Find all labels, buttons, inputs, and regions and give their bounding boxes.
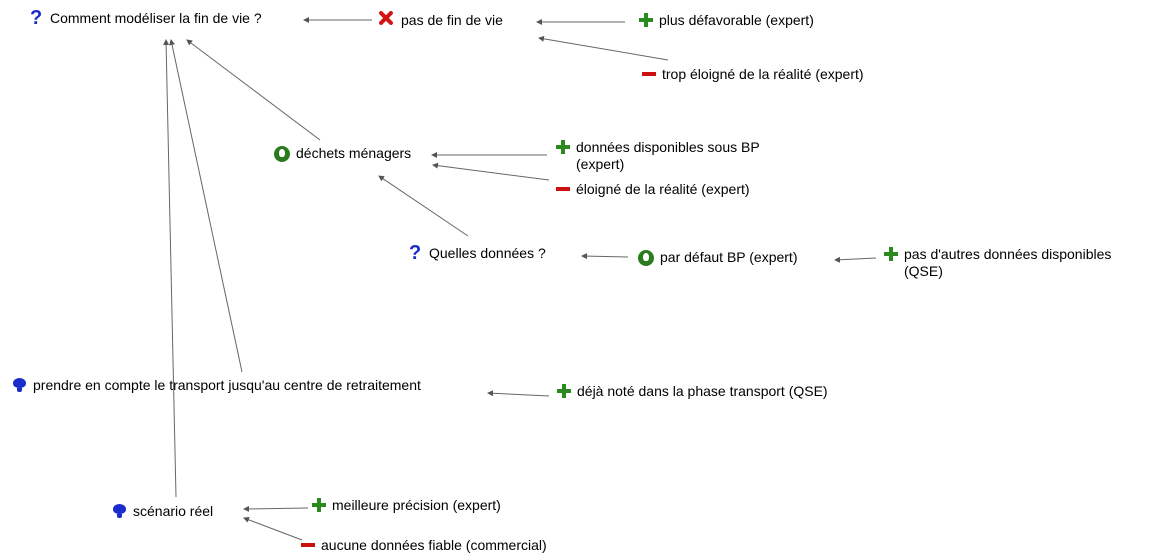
plus-icon [639,13,653,27]
node-par-defaut-bp[interactable]: par défaut BP (expert) [638,249,797,266]
node-label: pas d'autres données disponibles (QSE) [904,246,1112,279]
lightbulb-icon [274,146,290,162]
link-pas-autres [834,256,877,263]
node-plus-defavorable[interactable]: plus défavorable (expert) [639,12,814,29]
link-transport-to-question [169,39,243,373]
node-label: Quelles données ? [429,245,546,261]
node-label: aucune données fiable (commercial) [321,537,547,553]
node-q-quelles-donnees[interactable]: ? Quelles données ? [409,242,546,264]
node-q-fin-de-vie[interactable]: ? Comment modéliser la fin de vie ? [30,7,262,29]
minus-icon [556,187,570,191]
node-deja-note[interactable]: déjà noté dans la phase transport (QSE) [557,383,837,400]
node-label: prendre en compte le transport jusqu'au … [33,377,421,393]
node-pas-fin-de-vie[interactable]: pas de fin de vie [377,12,503,29]
node-label: plus défavorable (expert) [659,12,814,28]
plus-icon [557,384,571,398]
node-prendre-transport[interactable]: prendre en compte le transport jusqu'au … [12,377,421,394]
node-label: déjà noté dans la phase transport (QSE) [577,383,828,399]
node-label: par défaut BP (expert) [660,249,798,265]
link-par-defaut [581,253,629,260]
node-trop-eloigne[interactable]: trop éloigné de la réalité (expert) [642,66,864,83]
node-label: éloigné de la réalité (expert) [576,181,750,197]
minus-icon [301,543,315,547]
link-scenario-to-question [163,39,177,498]
node-label: meilleure précision (expert) [332,497,501,513]
link-aucune [243,516,303,541]
node-label: déchets ménagers [296,145,412,161]
x-icon [377,9,395,27]
link-quelles-to-dechets [378,175,469,237]
lightbulb-icon [112,504,127,519]
node-donnees-dispo-bp[interactable]: données disponibles sous BP (expert) [556,139,806,173]
node-dechets-menagers[interactable]: déchets ménagers [274,145,411,162]
node-label: trop éloigné de la réalité (expert) [662,66,864,82]
node-aucune-donnees[interactable]: aucune données fiable (commercial) [301,537,547,554]
minus-icon [642,72,656,76]
node-meilleure-precision[interactable]: meilleure précision (expert) [312,497,501,514]
lightbulb-icon [638,250,654,266]
node-scenario-reel[interactable]: scénario réel [112,503,213,520]
node-label: scénario réel [133,503,214,519]
plus-icon [884,247,898,261]
link-deja-note [487,390,550,397]
question-icon: ? [30,7,43,29]
plus-icon [312,498,326,512]
plus-icon [556,140,570,154]
question-icon: ? [409,242,422,264]
node-label: pas de fin de vie [401,12,503,28]
link-eloigne-realite [432,162,550,181]
link-meilleure [243,505,309,512]
node-label: données disponibles sous BP (expert) [576,139,760,172]
node-pas-autres-donnees[interactable]: pas d'autres données disponibles (QSE) [884,246,1154,280]
lightbulb-icon [12,378,27,393]
node-label: Comment modéliser la fin de vie ? [50,10,262,26]
link-trop-eloigne [538,35,669,61]
link-dechets-to-question [186,39,321,141]
node-eloigne-realite[interactable]: éloigné de la réalité (expert) [556,181,750,198]
